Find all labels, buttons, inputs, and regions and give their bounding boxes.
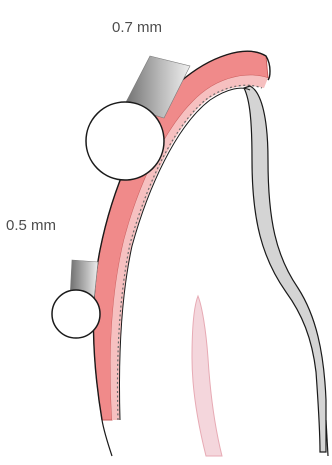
small-probe-tip — [52, 290, 100, 338]
upper-measurement-label: 0.7 mm — [112, 20, 162, 35]
lower-measurement-label: 0.5 mm — [6, 218, 56, 233]
large-probe-tip — [86, 102, 164, 180]
